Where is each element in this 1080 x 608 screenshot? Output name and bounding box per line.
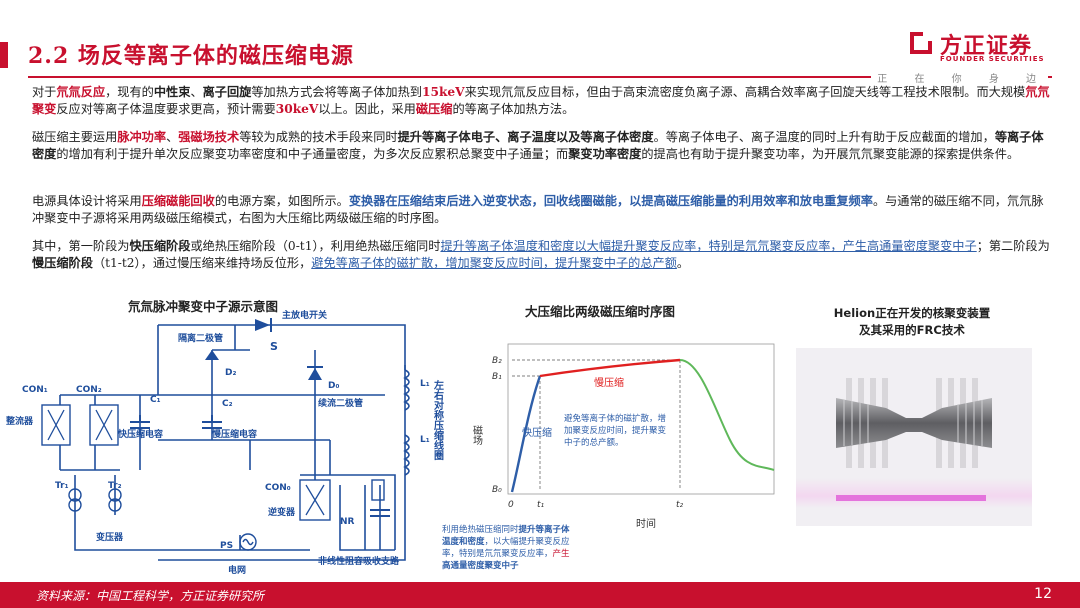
title-rule xyxy=(28,76,1052,78)
caption-line-1: 利用绝热磁压缩同时提升等离子体 xyxy=(442,524,570,535)
tick-b0: B₀ xyxy=(492,485,502,495)
label-con0: CON₀ xyxy=(265,483,291,493)
title-accent-bar xyxy=(0,42,8,68)
label-s: S xyxy=(270,340,278,353)
helion-title: Helion正在开发的核聚变装置及其采用的FRC技术 xyxy=(833,306,991,337)
source-note: 资料来源：中国工程科学，方正证券研究所 xyxy=(36,589,265,603)
label-tr2: Tr₂ xyxy=(108,481,122,491)
label-tr1: Tr₁ xyxy=(55,481,69,491)
timing-title: 大压缩比两级磁压缩时序图 xyxy=(525,304,676,319)
label-c1: C₁ xyxy=(150,395,161,405)
logo-icon xyxy=(910,32,932,54)
page-title: 2.2 场反等离子体的磁压缩电源 xyxy=(28,43,354,69)
paragraph-2: 磁压缩主要运用脉冲功率、强磁场技术等较为成熟的技术手段来同时提升等离子体电子、离… xyxy=(32,130,1044,161)
label-absorber: 非线性阻容吸收支路 xyxy=(318,555,400,567)
timing-diagram: B₂ B₁ B₀ 0 t₁ t₂ 磁场 时间 慢压缩 快压缩 避免等离子体的磁扩… xyxy=(442,343,775,571)
label-fast-cap: 快压缩电容 xyxy=(118,428,163,440)
label-d0: D₀ xyxy=(328,381,339,391)
annotation-line-1: 避免等离子体的磁扩散，增 xyxy=(564,413,666,424)
tick-t2: t₂ xyxy=(676,500,684,510)
label-nr: NR xyxy=(340,517,355,527)
label-main-switch: 主放电开关 xyxy=(282,310,327,321)
fast-compression-label: 快压缩 xyxy=(522,426,552,439)
label-rectifier: 整流器 xyxy=(5,415,34,427)
brand-logo: 方正证券 FOUNDER SECURITIES xyxy=(910,30,1050,64)
label-con2: CON₂ xyxy=(76,385,102,395)
x-axis-label: 时间 xyxy=(636,517,656,530)
logo-text-en: FOUNDER SECURITIES xyxy=(940,55,1045,63)
slogan: 正 在 你 身 边 xyxy=(871,70,1048,85)
tick-origin: 0 xyxy=(508,500,514,510)
tick-b2: B₂ xyxy=(492,356,502,366)
helion-device-image xyxy=(796,348,1032,526)
caption-line-3: 率，特别是氘氘聚变反应率，产生 xyxy=(442,548,570,559)
label-d2: D₂ xyxy=(225,368,236,378)
label-l1-top: L₁ xyxy=(420,379,430,389)
annotation-line-2: 加聚变反应时间，提升聚变 xyxy=(564,425,667,436)
label-inverter: 逆变器 xyxy=(268,506,296,518)
label-slow-cap: 慢压缩电容 xyxy=(212,428,257,440)
label-c2: C₂ xyxy=(222,399,233,409)
tick-t1: t₁ xyxy=(537,500,545,510)
paragraph-1: 对于氘氚反应，现有的中性束、离子回旋等加热方式会将等离子体加热到15keV来实现… xyxy=(32,85,1050,116)
circuit-title: 氘氚脉冲聚变中子源示意图 xyxy=(128,299,279,314)
paragraph-4: 其中，第一阶段为快压缩阶段或绝热压缩阶段（0-t1），利用绝热磁压缩同时提升等离… xyxy=(32,239,1050,270)
label-coil: 左右对称压缩线圈 xyxy=(432,379,445,461)
circuit-diagram: 主放电开关 隔离二极管 S D₂ D₀ 续流二极管 CON₁ CON₂ C₁ C… xyxy=(5,310,445,576)
label-grid: 电网 xyxy=(228,564,246,576)
logo-text-cn: 方正证券 xyxy=(940,34,1033,59)
page-number: 12 xyxy=(1034,586,1052,602)
label-l1-bot: L₁ xyxy=(420,435,430,445)
label-freewheel: 续流二极管 xyxy=(318,397,363,409)
tick-b1: B₁ xyxy=(492,372,502,382)
paragraph-3: 电源具体设计将采用压缩磁能回收的电源方案，如图所示。变换器在压缩结束后进入逆变状… xyxy=(32,194,1044,225)
label-transformer: 变压器 xyxy=(96,531,124,543)
slow-compression-label: 慢压缩 xyxy=(594,376,624,389)
annotation-line-3: 中子的总产额。 xyxy=(564,437,624,448)
label-con1: CON₁ xyxy=(22,385,48,395)
label-isolation-diode: 隔离二极管 xyxy=(178,332,223,344)
y-axis-label: 磁场 xyxy=(471,424,483,446)
footer-bar: 资料来源：中国工程科学，方正证券研究所 12 xyxy=(0,582,1080,608)
label-ps: PS xyxy=(220,541,233,551)
caption-line-4: 高通量密度聚变中子 xyxy=(442,560,519,571)
caption-line-2: 温度和密度，以大幅提升聚变反应 xyxy=(442,536,570,547)
